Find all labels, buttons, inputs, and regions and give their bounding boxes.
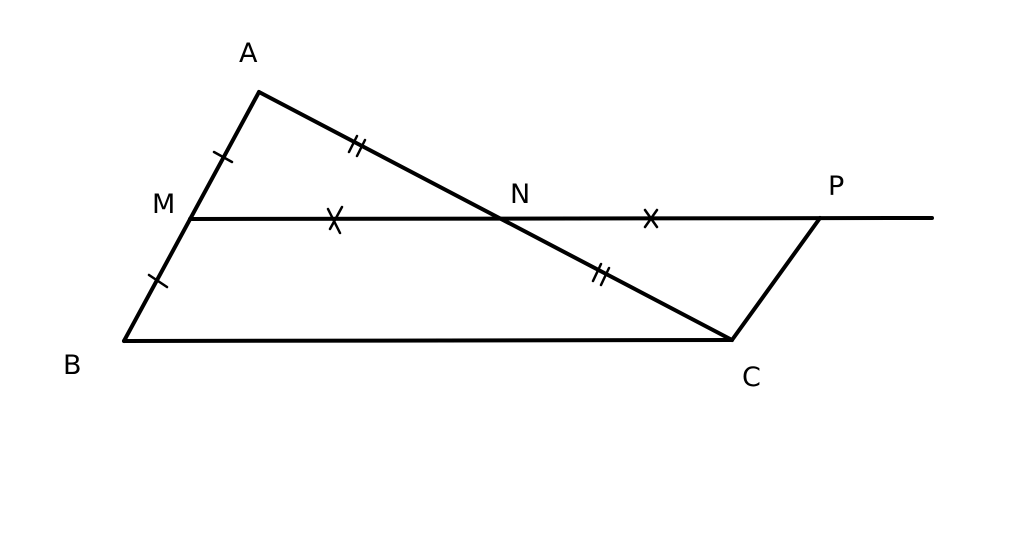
label-N: N — [510, 179, 530, 210]
tick-AM — [212, 150, 234, 164]
label-C: C — [742, 362, 761, 393]
double-tick-AN — [347, 134, 367, 158]
label-M: M — [152, 189, 175, 220]
cross-tick-NP — [643, 208, 659, 229]
line-MP — [188, 216, 934, 221]
segment-AC — [257, 90, 734, 342]
tick-MB — [147, 273, 169, 289]
double-tick-NC — [591, 262, 611, 287]
segment-AB — [122, 90, 261, 343]
segment-CP — [730, 216, 822, 342]
cross-tick-MN — [326, 205, 344, 235]
label-A: A — [239, 38, 258, 69]
segment-BC — [122, 338, 734, 343]
label-B: B — [63, 350, 82, 381]
label-P: P — [828, 171, 844, 202]
